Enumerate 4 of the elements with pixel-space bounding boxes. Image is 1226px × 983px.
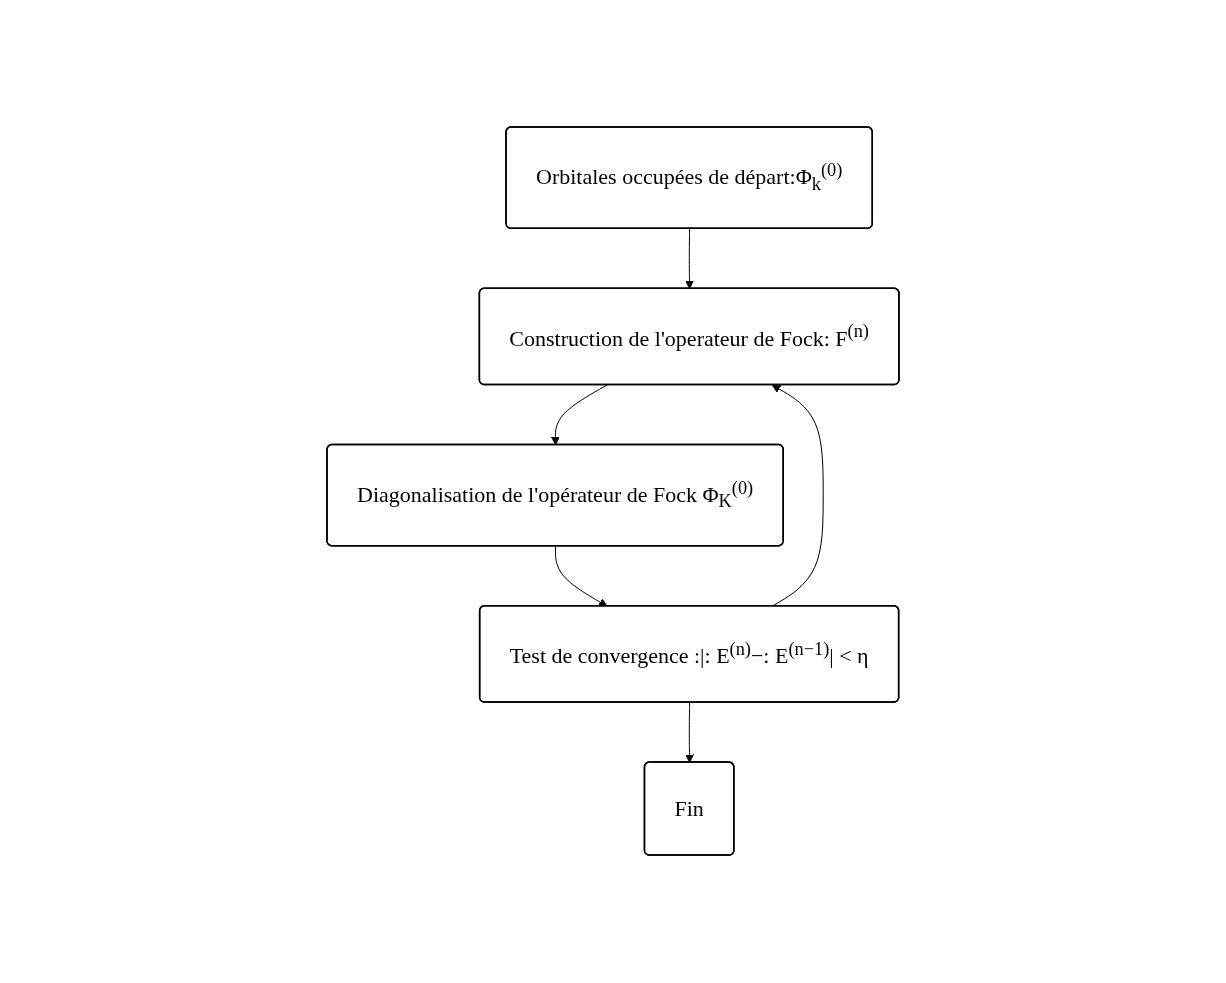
arrow [685, 228, 694, 290]
arrow [771, 385, 824, 608]
arrow [555, 546, 608, 608]
arrow [685, 702, 694, 764]
